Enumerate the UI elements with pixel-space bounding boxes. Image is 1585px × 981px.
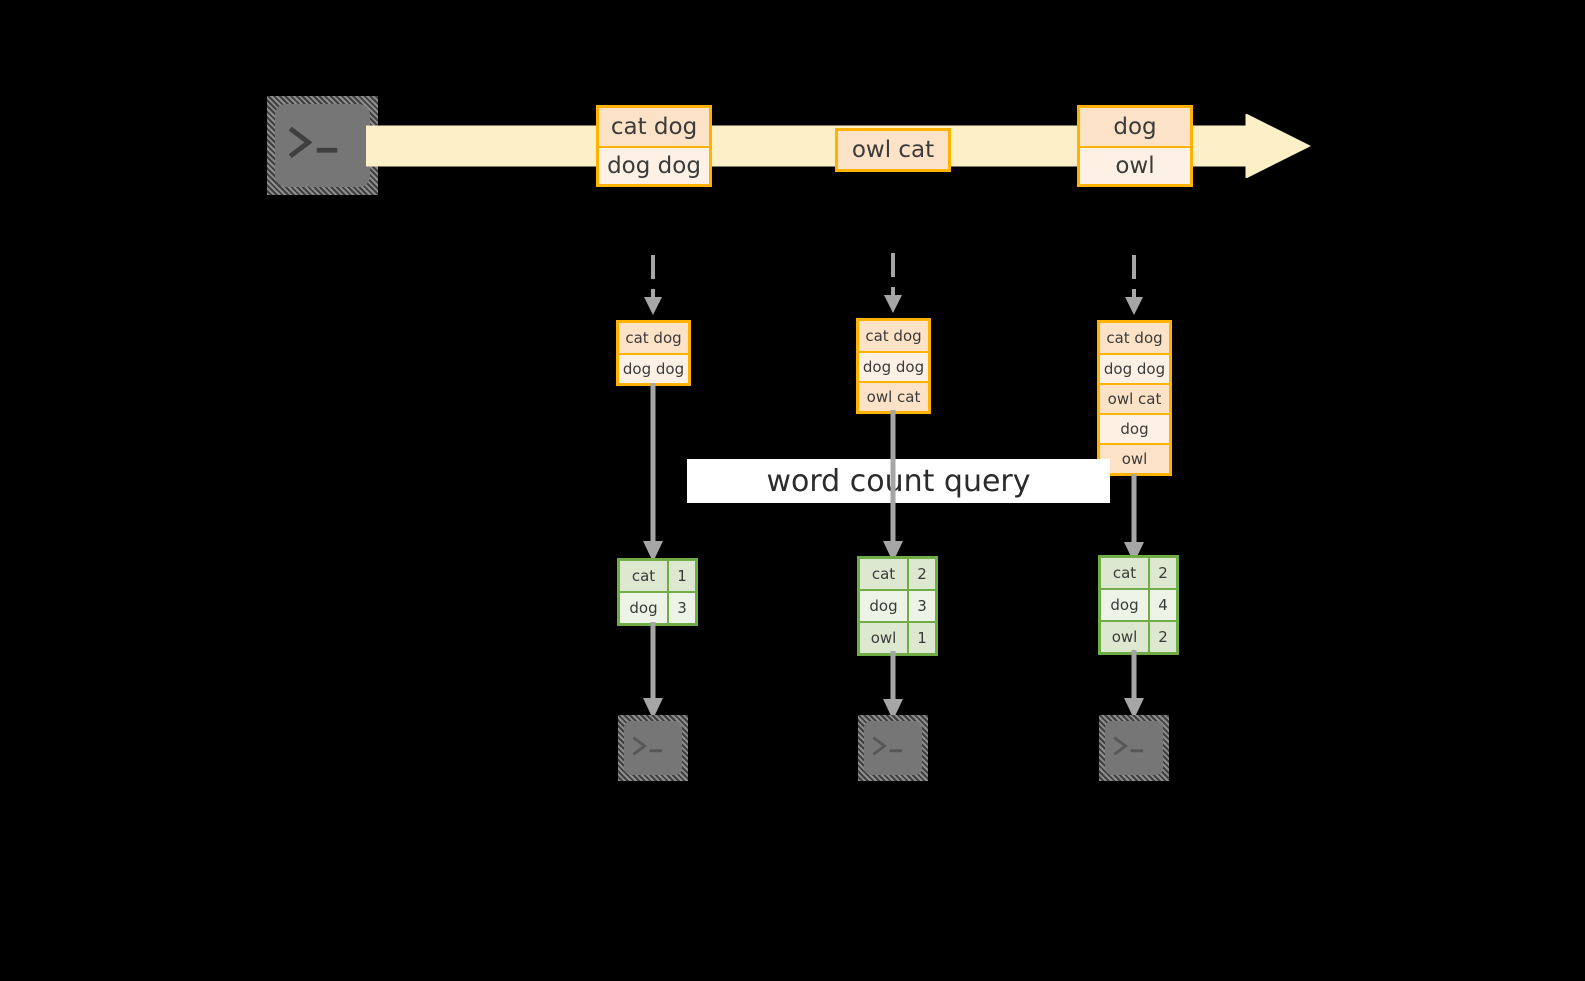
snapshot-line: cat dog: [1100, 323, 1169, 353]
stream-to-snapshot-connector-2: [880, 253, 906, 315]
record-line: cat dog: [599, 108, 709, 146]
terminal-body: [1105, 721, 1163, 775]
prompt-glyph-icon: [872, 734, 914, 759]
table-row: dog 3: [860, 589, 935, 621]
snapshot-input-3: cat dog dog dog owl cat dog owl: [1097, 320, 1172, 476]
table-row: cat 1: [620, 561, 695, 591]
result-count: 4: [1148, 590, 1176, 620]
result-word: dog: [1101, 590, 1148, 620]
snapshot-line: cat dog: [619, 323, 688, 353]
record-line: owl: [1080, 146, 1190, 184]
result-count: 3: [907, 591, 935, 621]
stream-record-1: cat dog dog dog: [596, 105, 712, 187]
prompt-glyph-icon: [288, 124, 356, 162]
source-terminal-icon: [267, 96, 378, 195]
result-table-3: cat 2 dog 4 owl 2: [1098, 555, 1179, 655]
table-row: dog 3: [620, 591, 695, 623]
snapshot-line: dog: [1100, 413, 1169, 443]
prompt-glyph-icon: [632, 734, 674, 759]
record-line: dog: [1080, 108, 1190, 146]
result-to-sink-connector-1: [640, 622, 666, 720]
record-line: dog dog: [599, 146, 709, 184]
terminal-body: [864, 721, 922, 775]
snapshot-input-1: cat dog dog dog: [616, 320, 691, 386]
table-row: dog 4: [1101, 588, 1176, 620]
result-count: 2: [1148, 558, 1176, 588]
snapshot-line: dog dog: [619, 353, 688, 383]
result-word: cat: [1101, 558, 1148, 588]
sink-terminal-icon-3: [1099, 715, 1169, 781]
query-label: word count query: [687, 459, 1110, 503]
result-count: 2: [907, 559, 935, 589]
result-count: 1: [667, 561, 695, 591]
snapshot-line: dog dog: [859, 351, 928, 381]
stream-to-snapshot-connector-3: [1121, 255, 1147, 317]
result-word: owl: [1101, 622, 1148, 652]
result-word: cat: [860, 559, 907, 589]
snapshot-line: owl cat: [859, 381, 928, 411]
sink-terminal-icon-2: [858, 715, 928, 781]
snapshot-line: owl: [1100, 443, 1169, 473]
result-word: dog: [620, 593, 667, 623]
snapshot-input-2: cat dog dog dog owl cat: [856, 318, 931, 414]
snapshot-line: dog dog: [1100, 353, 1169, 383]
stream-record-3: dog owl: [1077, 105, 1193, 187]
result-count: 2: [1148, 622, 1176, 652]
terminal-body: [624, 721, 682, 775]
result-word: cat: [620, 561, 667, 591]
result-word: owl: [860, 623, 907, 653]
table-row: cat 2: [860, 559, 935, 589]
result-word: dog: [860, 591, 907, 621]
snapshot-line: cat dog: [859, 321, 928, 351]
query-connector-2: [880, 410, 906, 563]
stream-record-2: owl cat: [835, 128, 951, 172]
result-table-2: cat 2 dog 3 owl 1: [857, 556, 938, 656]
result-count: 1: [907, 623, 935, 653]
result-count: 3: [667, 593, 695, 623]
terminal-body: [275, 104, 370, 187]
table-row: cat 2: [1101, 558, 1176, 588]
prompt-glyph-icon: [1113, 734, 1155, 759]
result-table-1: cat 1 dog 3: [617, 558, 698, 626]
query-connector-3: [1121, 474, 1147, 564]
query-connector-1: [640, 383, 666, 563]
result-to-sink-connector-3: [1121, 650, 1147, 720]
stream-to-snapshot-connector-1: [640, 255, 666, 317]
sink-terminal-icon-1: [618, 715, 688, 781]
result-to-sink-connector-2: [880, 651, 906, 721]
table-row: owl 2: [1101, 620, 1176, 652]
record-line: owl cat: [838, 131, 948, 169]
snapshot-line: owl cat: [1100, 383, 1169, 413]
table-row: owl 1: [860, 621, 935, 653]
